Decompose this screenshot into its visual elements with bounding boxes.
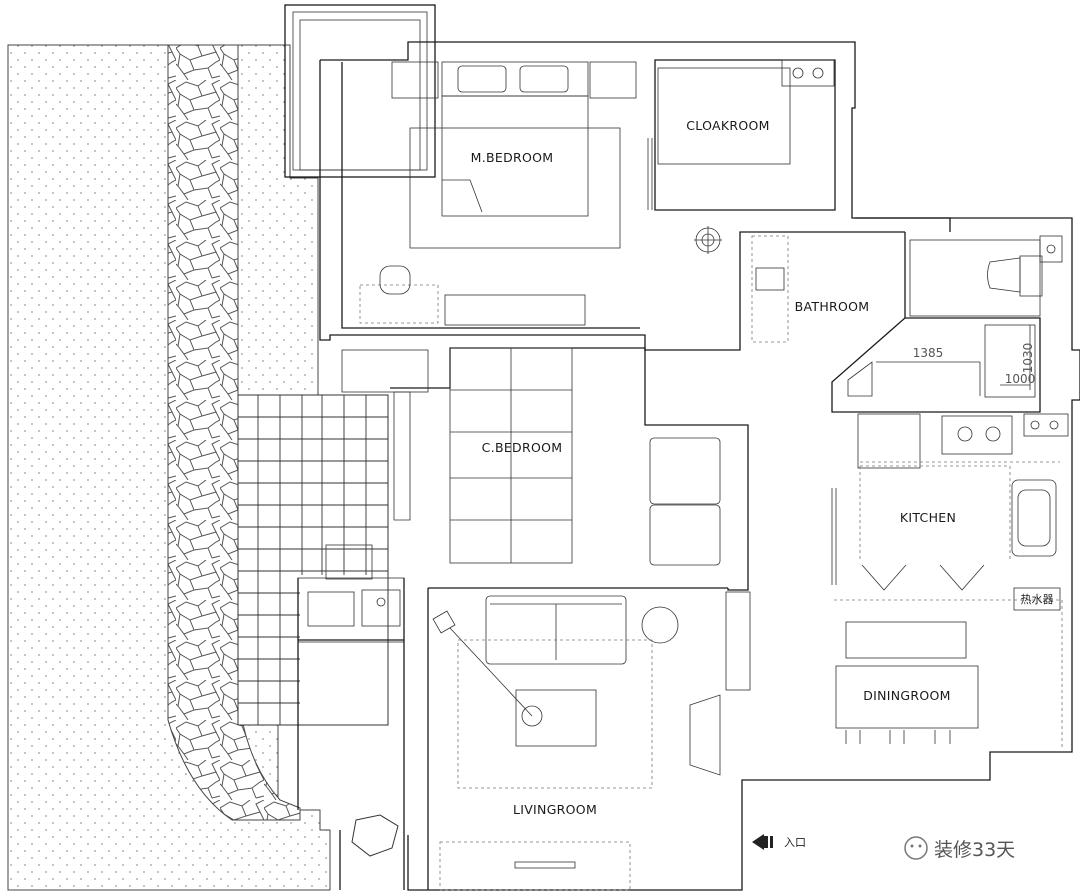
room-label-living-room: LIVINGROOM: [513, 802, 597, 817]
master-bedroom: M.BEDROOM: [359, 61, 722, 326]
exterior-walls: [319, 41, 1080, 891]
dimension-1030: 1030: [1021, 343, 1035, 374]
room-label-kitchen: KITCHEN: [900, 510, 956, 525]
living-room: LIVINGROOM: [427, 587, 751, 891]
west-balcony: [297, 349, 429, 890]
cloakroom: CLOAKROOM: [647, 59, 835, 210]
dimension-1385: 1385: [913, 346, 944, 360]
balcony-top: [284, 4, 436, 178]
bathroom: 1385 1030 1000 BATHROOM: [751, 232, 1063, 413]
room-label-dining-room: DININGROOM: [863, 688, 951, 703]
dimension-1000: 1000: [1005, 372, 1036, 386]
wechat-icon: [904, 836, 928, 860]
water-heater-label: 热水器: [1021, 593, 1054, 606]
room-label-bathroom: BATHROOM: [795, 299, 870, 314]
room-label-child-bedroom: C.BEDROOM: [482, 440, 563, 455]
entrance-label: 入口: [784, 836, 806, 849]
entrance-arrow-icon: [752, 834, 764, 850]
kitchen: KITCHEN 热水器: [831, 413, 1069, 611]
room-label-cloakroom: CLOAKROOM: [686, 118, 769, 133]
tiled-deck: [237, 394, 389, 726]
room-label-master-bedroom: M.BEDROOM: [471, 150, 554, 165]
dining-room: DININGROOM: [834, 599, 1063, 750]
child-bedroom: C.BEDROOM: [390, 347, 749, 591]
watermark: 装修33天: [904, 836, 1015, 861]
entrance-marker: 入口: [752, 834, 806, 850]
watermark-text: 装修33天: [934, 839, 1015, 861]
